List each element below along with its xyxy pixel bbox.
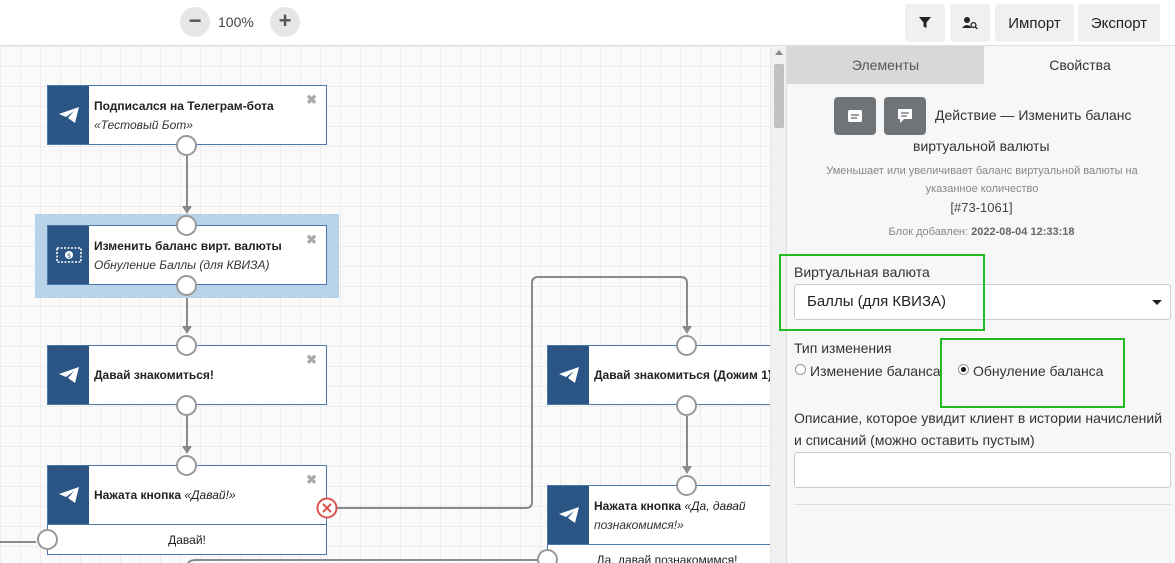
filter-button[interactable] (905, 4, 945, 42)
node-button-pressed-yes[interactable]: Нажата кнопка «Да, давай познакомимся!» (547, 485, 770, 545)
node-title-text: Нажата кнопка (594, 499, 682, 513)
block-added: Блок добавлен: 2022-08-04 12:33:18 (787, 226, 1175, 238)
close-icon[interactable]: ✖ (306, 232, 317, 247)
zoom-in-button[interactable]: + (270, 7, 300, 37)
description-label: Описание, которое увидит клиент в истори… (794, 410, 1163, 426)
option-reset-label[interactable]: Обнуление баланса (973, 363, 1104, 379)
import-button[interactable]: Импорт (995, 4, 1074, 42)
port-in[interactable] (176, 455, 197, 476)
comment-icon (898, 109, 912, 123)
node-subtitle: «Тестовый Бот» (94, 118, 193, 132)
user-search-button[interactable] (950, 4, 990, 42)
error-port-icon[interactable] (316, 497, 338, 519)
port-out[interactable] (676, 395, 697, 416)
canvas-scrollbar[interactable] (770, 46, 786, 563)
properties-panel: Элементы Свойства Действие — Изменить ба… (786, 46, 1175, 563)
zoom-level: 100% (218, 14, 254, 30)
port-out[interactable] (537, 549, 558, 563)
port-out[interactable] (176, 275, 197, 296)
currency-select-value: Баллы (для КВИЗА) (807, 293, 947, 310)
currency-select[interactable]: Баллы (для КВИЗА) (794, 284, 1171, 320)
scroll-up-arrow-icon[interactable] (775, 50, 783, 55)
port-in[interactable] (176, 335, 197, 356)
message-icon (848, 110, 862, 122)
action-title-line2: виртуальной валюты (913, 138, 1050, 154)
telegram-icon (548, 346, 589, 404)
close-icon[interactable]: ✖ (306, 92, 317, 107)
user-search-icon (962, 17, 978, 30)
telegram-icon (548, 486, 589, 544)
tab-properties[interactable]: Свойства (984, 46, 1175, 84)
chevron-down-icon (1152, 300, 1162, 305)
svg-text:$: $ (67, 254, 71, 260)
zoom-out-button[interactable]: − (180, 7, 210, 37)
node-title: Изменить баланс вирт. валюты (94, 239, 282, 253)
top-toolbar: − 100% + Импорт Экспорт (0, 0, 1175, 46)
port-in[interactable] (676, 335, 697, 356)
port-in[interactable] (676, 475, 697, 496)
node-title-quote: «Да, давай (684, 499, 746, 513)
radio-change-balance[interactable] (795, 364, 806, 375)
money-icon: $ (48, 226, 89, 284)
node-subtitle: Обнуление Баллы (для КВИЗА) (94, 258, 270, 272)
telegram-icon (48, 86, 89, 144)
currency-label: Виртуальная валюта (794, 264, 930, 280)
flow-canvas[interactable]: Подписался на Телеграм-бота «Тестовый Бо… (0, 46, 770, 563)
node-title: Давай знакомиться! (94, 368, 214, 382)
node-title: Давай знакомиться (Дожим 1) (594, 368, 770, 382)
port-out[interactable] (176, 395, 197, 416)
node-title-quote: «Давай!» (184, 488, 236, 502)
block-added-label: Блок добавлен: (888, 226, 969, 238)
node-button-footer[interactable]: Давай! (47, 525, 327, 555)
block-id: [#73-1061] (950, 200, 1013, 215)
divider (794, 504, 1171, 505)
close-icon[interactable]: ✖ (306, 472, 317, 487)
node-title: Подписался на Телеграм-бота (94, 99, 274, 113)
node-lets-meet-followup[interactable]: Давай знакомиться (Дожим 1) (547, 345, 770, 405)
action-title: Действие — Изменить баланс (935, 107, 1132, 123)
telegram-icon (48, 466, 89, 524)
node-title: Нажата кнопка «Давай!» (94, 488, 236, 502)
close-icon[interactable]: ✖ (306, 352, 317, 367)
description-label-line2: и списаний (можно оставить пустым) (794, 432, 1035, 448)
node-title-text: Нажата кнопка (94, 488, 182, 502)
port-out[interactable] (37, 529, 58, 550)
node-title-quote-line2: познакомимся!» (594, 518, 684, 532)
description-input[interactable] (794, 452, 1171, 488)
action-description: Уменьшает или увеличивает баланс виртуал… (826, 165, 1138, 195)
option-change-label[interactable]: Изменение баланса (810, 363, 941, 379)
filter-icon (919, 17, 931, 28)
comment-button[interactable] (884, 97, 926, 135)
node-button-footer[interactable]: Да, давай познакомимся! (547, 545, 770, 563)
port-in[interactable] (176, 215, 197, 236)
block-added-date: 2022-08-04 12:33:18 (971, 226, 1075, 238)
connector-lines (0, 156, 692, 563)
action-type-button[interactable] (834, 97, 876, 135)
port-out[interactable] (176, 135, 197, 156)
export-button[interactable]: Экспорт (1078, 4, 1160, 42)
change-type-label: Тип изменения (794, 340, 892, 356)
scroll-thumb[interactable] (774, 64, 784, 128)
telegram-icon (48, 346, 89, 404)
tab-elements[interactable]: Элементы (787, 46, 984, 84)
node-title: Нажата кнопка «Да, давай (594, 499, 746, 513)
radio-reset-balance[interactable] (958, 364, 969, 375)
